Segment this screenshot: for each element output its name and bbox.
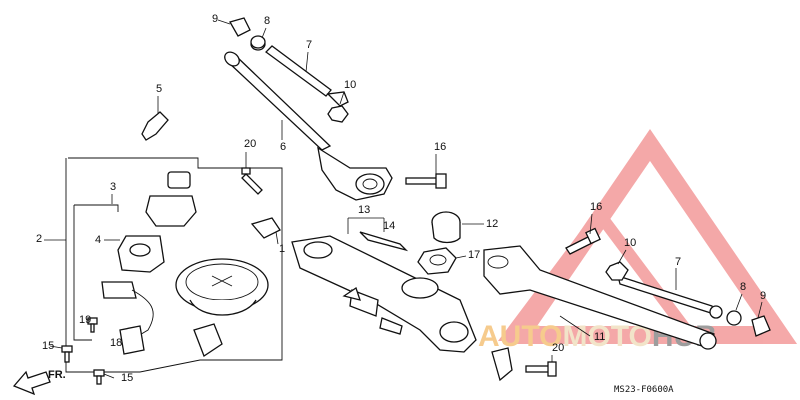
callout-c4: 4 <box>95 234 101 246</box>
cap-12 <box>431 211 461 244</box>
callout-c17: 17 <box>468 249 480 261</box>
nut-17 <box>417 247 457 275</box>
collar-8-upper <box>250 35 266 49</box>
callout-c16b: 16 <box>590 201 602 213</box>
bolt-16-upper <box>405 173 447 189</box>
screw-15-left <box>61 345 73 363</box>
callout-c6: 6 <box>280 141 286 153</box>
ignition-group-outline <box>44 157 283 373</box>
bar-end-weight-lower <box>617 275 723 319</box>
callout-c13: 13 <box>358 204 370 216</box>
rubber-14 <box>359 231 409 252</box>
callout-c10a: 10 <box>344 79 356 91</box>
watermark-text-auto: AUTO <box>478 320 562 353</box>
callout-c8a: 8 <box>264 15 270 27</box>
watermark-text: AUTOMOTOHUB <box>478 320 717 353</box>
callout-c16a: 16 <box>434 141 446 153</box>
callout-c9b: 9 <box>760 290 766 302</box>
ignition-cover <box>175 258 269 357</box>
clip-1 <box>250 217 281 239</box>
front-arrow-label: FR. <box>48 369 66 381</box>
callout-c5: 5 <box>156 83 162 95</box>
bolt-20-lower <box>525 361 557 377</box>
callout-c15a: 15 <box>42 340 54 352</box>
key-5 <box>141 111 169 141</box>
top-bridge <box>291 235 477 353</box>
callout-c18: 18 <box>110 337 122 349</box>
callout-c20b: 20 <box>552 342 564 354</box>
callout-c7b: 7 <box>675 256 681 268</box>
right-handlebar <box>483 245 717 350</box>
callout-c11: 11 <box>594 331 605 343</box>
callout-labels: 9 8 7 10 5 6 20 16 3 2 4 13 14 1 12 17 16 10 7 8 9 11 19 18 15 15… <box>36 13 766 384</box>
nut-10-upper <box>327 105 349 123</box>
screw-15-bottom <box>93 369 105 385</box>
callout-c14: 14 <box>383 220 395 232</box>
callout-c20a: 20 <box>244 138 256 150</box>
callout-c7a: 7 <box>306 39 312 51</box>
callout-c9a: 9 <box>212 13 218 25</box>
callout-c10b: 10 <box>624 237 636 249</box>
callout-c15b: 15 <box>121 372 133 384</box>
callout-c2: 2 <box>36 233 42 245</box>
nut-10-lower <box>605 261 629 281</box>
clip-9-upper <box>229 17 251 37</box>
callout-c19: 19 <box>79 314 91 326</box>
callout-c8b: 8 <box>740 281 746 293</box>
front-arrow: FR. <box>12 369 66 396</box>
collar-8-lower <box>726 310 742 326</box>
left-handlebar <box>224 51 393 201</box>
screw-19 <box>87 317 98 333</box>
bolt-20-upper <box>241 167 263 195</box>
ignition-switch-assembly <box>101 171 197 355</box>
clip-lower <box>491 347 513 382</box>
leader-lines <box>49 19 763 379</box>
figure-code: MS23-F0600A <box>614 385 674 395</box>
callout-c3: 3 <box>110 181 116 193</box>
callout-c12: 12 <box>486 218 498 230</box>
callout-c1: 1 <box>279 243 285 255</box>
bolt-16-lower <box>565 227 601 255</box>
clip-9-lower <box>751 315 771 337</box>
watermark-triangle-outer <box>502 129 798 344</box>
